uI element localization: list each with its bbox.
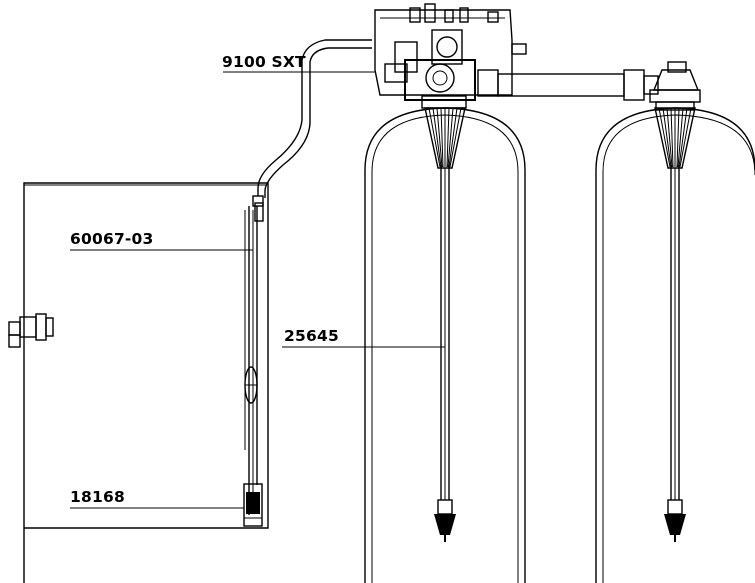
overflow-fitting xyxy=(8,313,54,348)
upper-basket-right xyxy=(654,107,696,169)
brine-line xyxy=(257,39,372,198)
distributor-tube-left xyxy=(440,165,450,500)
crossover-pipe xyxy=(497,69,659,101)
distributor-tube-right xyxy=(670,165,680,500)
upper-basket-left xyxy=(424,107,466,169)
label-brine-valve: 60067-03 xyxy=(70,230,154,248)
bottom-basket-right xyxy=(664,499,686,542)
label-valve: 9100 SXT xyxy=(222,53,306,71)
label-air-check: 18168 xyxy=(70,488,125,506)
bottom-basket-left xyxy=(434,499,456,542)
brine-well xyxy=(244,195,264,515)
control-valve-head xyxy=(374,3,527,109)
float-icon xyxy=(244,366,258,404)
air-check-icon xyxy=(243,483,263,527)
label-distributor: 25645 xyxy=(284,327,339,345)
right-tank-head xyxy=(649,61,701,111)
